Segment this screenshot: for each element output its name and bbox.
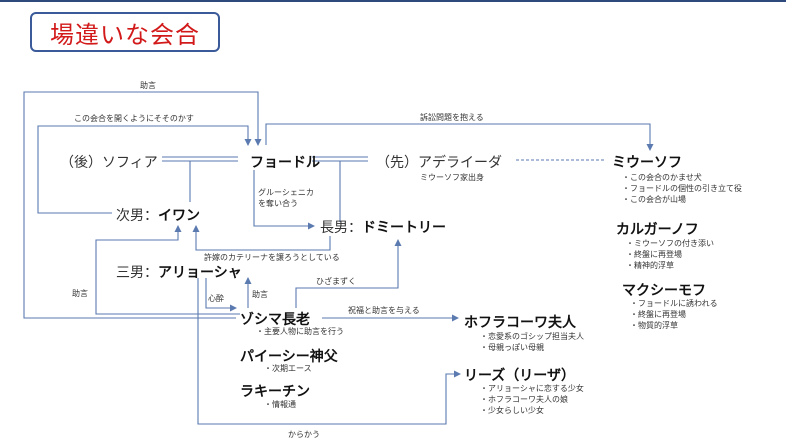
char-alyosha: アリョーシャ — [158, 265, 242, 281]
desc-lise-2: ・ホフラコーワ夫人の娘 — [480, 395, 568, 404]
desc-maximov-3: ・物質的浮草 — [630, 321, 678, 330]
char-kalganov: カルガーノフ — [616, 222, 699, 238]
arrow-tease — [197, 278, 461, 425]
desc-zosima: ・主要人物に助言を行う — [256, 327, 344, 336]
desc-maximov-2: ・終盤に再登場 — [630, 310, 686, 319]
arrow-katerina — [192, 225, 331, 251]
label-lawsuit: 訴訟問題を抱える — [420, 113, 484, 122]
page-title: 場違いな会合 — [50, 20, 200, 49]
desc-lise-3: ・少女らしい少女 — [480, 406, 544, 415]
desc-rakitin: ・情報通 — [264, 400, 296, 409]
char-rakitin: ラキーチン — [240, 384, 310, 400]
char-dmitry-label: 長男：ドミートリー — [320, 217, 446, 237]
desc-khokhlakova-2: ・母親っぽい母親 — [480, 343, 544, 352]
char-fyodor: フョードル — [250, 155, 320, 171]
char-ivan: イワン — [158, 208, 200, 224]
arrow-grushenka — [253, 170, 315, 230]
char-khokhlakova: ホフラコーワ夫人 — [464, 315, 576, 331]
label-kneel: ひざまずく — [316, 277, 356, 286]
desc-lise: ・アリョーシャに恋する少女 ・ホフラコーワ夫人の娘 ・少女らしい少女 — [480, 383, 584, 416]
label-advice-left: 助言 — [72, 289, 88, 298]
label-concern: 心酔 — [208, 294, 224, 303]
arrow-kneel — [295, 239, 402, 308]
desc-miusov-1: ・この会合のかませ犬 — [622, 173, 702, 182]
label-advice-top: 助言 — [140, 81, 156, 90]
label-persuade: この会合を開くようにそそのかす — [74, 114, 194, 123]
desc-khokhlakova: ・恋愛系のゴシップ担当夫人 ・母親っぽい母親 — [480, 331, 584, 353]
desc-maximov: ・フョードルに誘われる ・終盤に再登場 ・物質的浮草 — [630, 298, 718, 331]
desc-khokhlakova-1: ・恋愛系のゴシップ担当夫人 — [480, 332, 584, 341]
char-miusov: ミウーソフ — [612, 155, 682, 171]
char-paisy: パイーシー神父 — [240, 349, 338, 365]
label-blessing: 祝福と助言を与える — [348, 306, 420, 315]
char-maximov: マクシーモフ — [622, 283, 706, 299]
desc-miusov-3: ・この会合が山場 — [622, 195, 686, 204]
desc-miusov: ・この会合のかませ犬 ・フョードルの個性の引き立て役 ・この会合が山場 — [622, 172, 742, 205]
dmitry-prefix: 長男： — [320, 220, 362, 236]
label-grushenka: グルーシェニカ を奪い合う — [258, 188, 314, 208]
desc-maximov-1: ・フョードルに誘われる — [630, 299, 718, 308]
char-alyosha-label: 三男：アリョーシャ — [116, 262, 242, 282]
desc-adelaida: ミウーソフ家出身 — [420, 173, 484, 182]
arrow-persuade — [37, 125, 252, 214]
label-advice-zosima: 助言 — [252, 290, 268, 299]
desc-kalganov-3: ・精神的浮草 — [626, 261, 674, 270]
desc-paisy: ・次期エース — [264, 364, 312, 373]
char-ivan-label: 次男：イワン — [116, 205, 200, 225]
arrow-advice-left — [95, 225, 240, 315]
char-adelaida: （先）アデライーダ — [376, 155, 502, 171]
arrow-lawsuit — [265, 123, 654, 151]
char-lise: リーズ（リーザ） — [464, 368, 576, 384]
arrow-advice-top — [23, 91, 262, 319]
title-box: 場違いな会合 — [30, 12, 220, 52]
label-katerina: 許嫁のカテリーナを譲ろうとしている — [204, 253, 340, 262]
desc-kalganov-1: ・ミウーソフの付き添い — [626, 239, 714, 248]
desc-kalganov-2: ・終盤に再登場 — [626, 250, 682, 259]
desc-kalganov: ・ミウーソフの付き添い ・終盤に再登場 ・精神的浮草 — [626, 238, 714, 271]
desc-lise-1: ・アリョーシャに恋する少女 — [480, 384, 584, 393]
ivan-prefix: 次男： — [116, 208, 158, 224]
alyosha-prefix: 三男： — [116, 265, 158, 281]
char-zosima: ゾシマ長老 — [240, 312, 310, 328]
desc-miusov-2: ・フョードルの個性の引き立て役 — [622, 184, 742, 193]
char-sofia: （後）ソフィア — [60, 155, 158, 171]
label-tease: からかう — [288, 430, 320, 439]
char-dmitry: ドミートリー — [362, 220, 446, 236]
top-rule — [0, 0, 786, 2]
arrow-concern — [205, 278, 237, 312]
